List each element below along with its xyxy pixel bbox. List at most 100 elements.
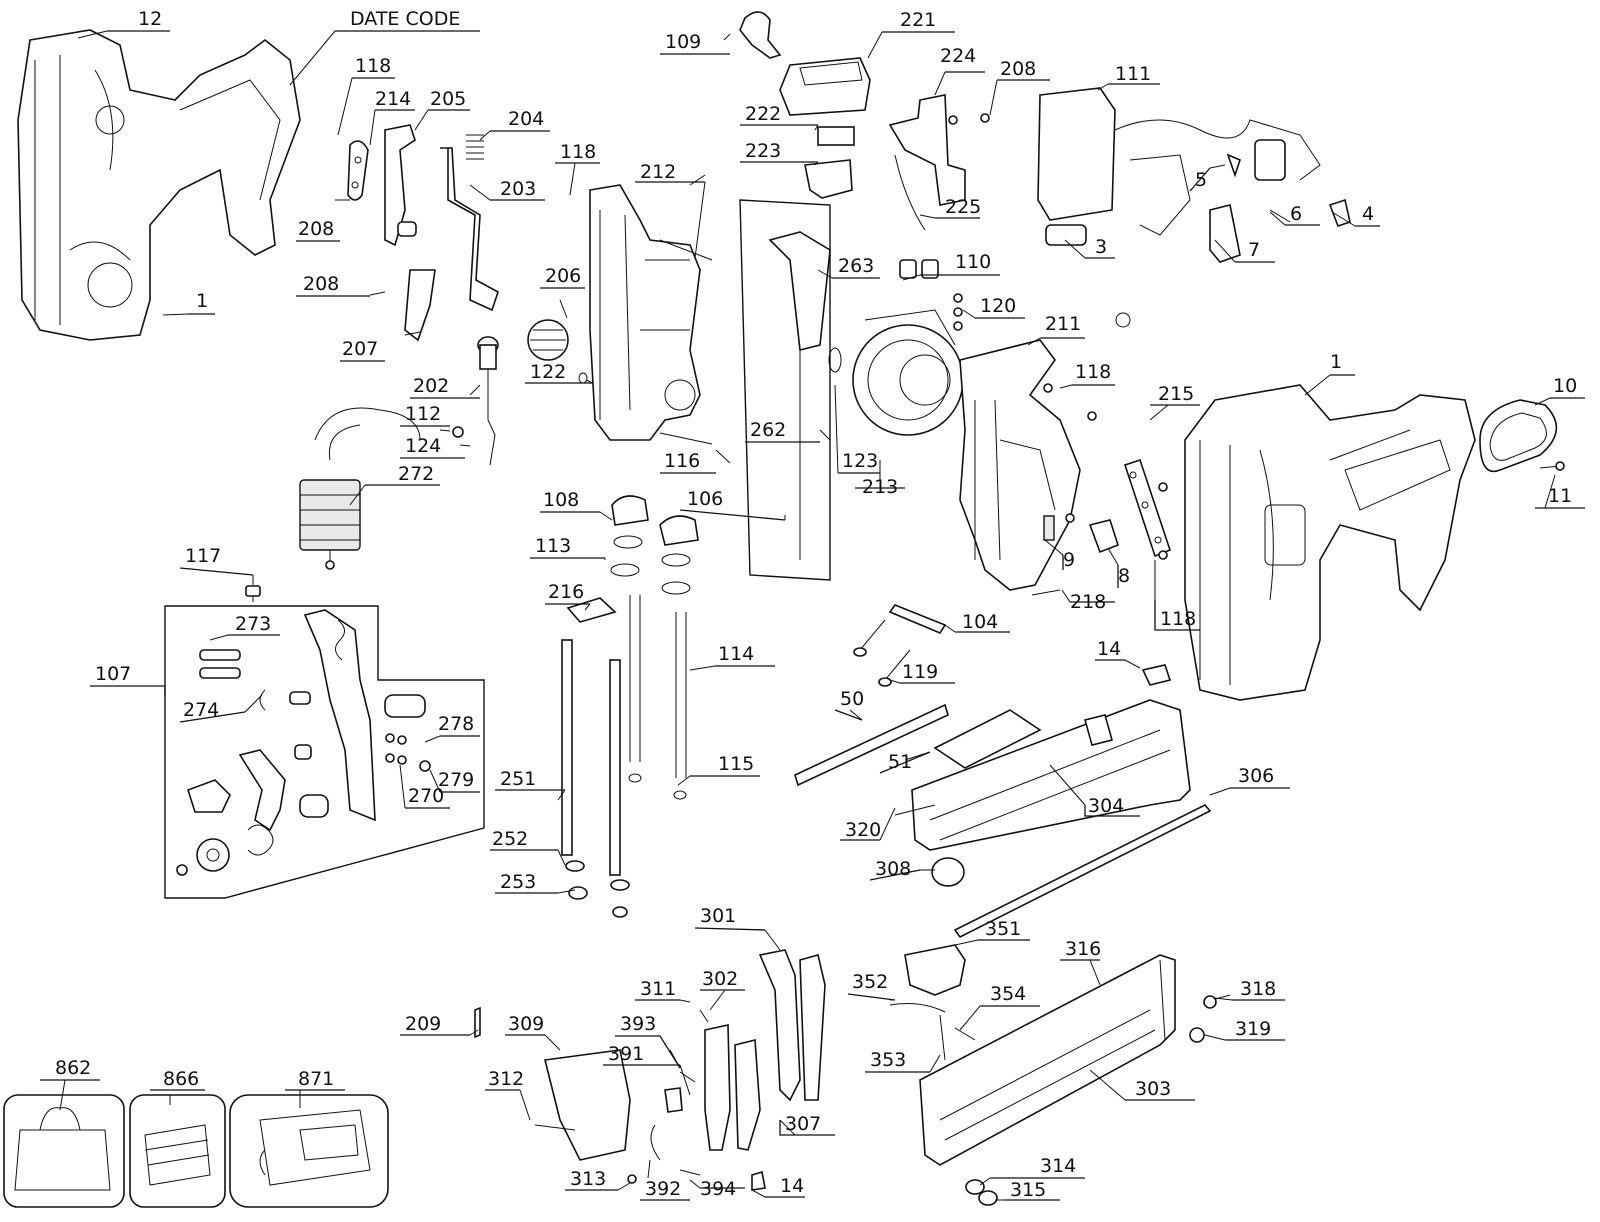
callout-318: 318: [1240, 978, 1276, 1000]
callout-263: 263: [838, 255, 874, 277]
callout-308: 308: [875, 858, 911, 880]
callout-215: 215: [1158, 383, 1194, 405]
callout-50: 50: [840, 688, 864, 710]
electronics-assembly: [1037, 87, 1351, 263]
callout-202: 202: [413, 375, 449, 397]
callout-6: 6: [1290, 203, 1302, 225]
callout-1-right: 1: [1330, 351, 1342, 373]
battery-866: [129, 1094, 226, 1208]
callout-118-b: 118: [560, 141, 596, 163]
callout-304: 304: [1088, 795, 1124, 817]
callout-108: 108: [543, 489, 579, 511]
callout-319: 319: [1235, 1018, 1271, 1040]
callout-224: 224: [940, 45, 976, 67]
callout-221: 221: [900, 9, 936, 31]
callout-211: 211: [1045, 313, 1081, 335]
right-housing-half: [1184, 384, 1476, 701]
callout-352: 352: [852, 971, 888, 993]
callout-302: 302: [702, 968, 738, 990]
callout-301: 301: [700, 905, 736, 927]
adjuster-parts: [1031, 458, 1171, 596]
callout-270: 270: [408, 785, 444, 807]
callout-251: 251: [500, 768, 536, 790]
callout-12: 12: [138, 8, 162, 30]
callout-51: 51: [888, 751, 912, 773]
callout-8: 8: [1118, 565, 1130, 587]
callout-123: 123: [842, 450, 878, 472]
callout-106: 106: [687, 488, 723, 510]
callout-314: 314: [1040, 1155, 1076, 1177]
callout-272: 272: [398, 463, 434, 485]
callout-209: 209: [405, 1013, 441, 1035]
callout-104: 104: [962, 611, 998, 633]
driver-blade-group: [739, 199, 831, 581]
callout-320: 320: [845, 819, 881, 841]
callout-278: 278: [438, 713, 474, 735]
callout-113: 113: [535, 535, 571, 557]
callout-312: 312: [488, 1068, 524, 1090]
callout-5: 5: [1195, 169, 1207, 191]
callout-205: 205: [430, 88, 466, 110]
callout-392: 392: [645, 1178, 681, 1200]
pins-104-119: [853, 604, 947, 687]
callout-252: 252: [492, 828, 528, 850]
callout-351: 351: [985, 918, 1021, 940]
callout-107: 107: [95, 663, 131, 685]
callout-394: 394: [700, 1178, 736, 1200]
callout-208-c: 208: [1000, 58, 1036, 80]
callout-206: 206: [545, 265, 581, 287]
callout-311: 311: [640, 978, 676, 1000]
callout-303: 303: [1135, 1078, 1171, 1100]
callout-labels: 12 DATE CODE 1 118 214 205 204 208 203 2…: [40, 8, 1585, 1201]
callout-216: 216: [548, 581, 584, 603]
charger-871: [229, 1094, 389, 1208]
callout-274: 274: [183, 699, 219, 721]
callout-393: 393: [620, 1013, 656, 1035]
kit-bag-862: [3, 1094, 125, 1208]
callout-1-left: 1: [196, 290, 208, 312]
callout-208-a: 208: [298, 218, 334, 240]
magazine-304: [894, 699, 1191, 887]
callout-273: 273: [235, 613, 271, 635]
rail-306: [953, 804, 1212, 939]
leader-lines: [59, 30, 1556, 1201]
callout-279: 279: [438, 769, 474, 791]
callout-3: 3: [1095, 236, 1107, 258]
callout-109: 109: [665, 31, 701, 53]
callout-112: 112: [405, 403, 441, 425]
callout-124: 124: [405, 435, 441, 457]
top-cover-parts: [739, 11, 871, 199]
callout-120: 120: [980, 295, 1016, 317]
upper-linkage-parts: [347, 124, 499, 342]
callout-14-lower: 14: [780, 1175, 804, 1197]
callout-118-a: 118: [355, 55, 391, 77]
callout-117: 117: [185, 545, 221, 567]
callout-115: 115: [718, 753, 754, 775]
callout-862: 862: [55, 1057, 91, 1079]
callout-354: 354: [990, 983, 1026, 1005]
callout-315: 315: [1010, 1179, 1046, 1201]
callout-222: 222: [745, 103, 781, 125]
left-housing-half: [17, 29, 301, 341]
callout-208-b: 208: [303, 273, 339, 295]
callout-116: 116: [664, 450, 700, 472]
callout-14-upper: 14: [1097, 638, 1121, 660]
callout-212: 212: [640, 161, 676, 183]
callout-213: 213: [862, 476, 898, 498]
main-body-frame: [527, 184, 713, 445]
actuator-and-solenoid: [299, 336, 499, 570]
callout-110: 110: [955, 251, 991, 273]
screw-117: [245, 585, 261, 602]
callout-111: 111: [1115, 63, 1151, 85]
callout-203: 203: [500, 178, 536, 200]
callout-9: 9: [1063, 549, 1075, 571]
belt-hook: [1479, 399, 1565, 473]
callout-306: 306: [1238, 765, 1274, 787]
callout-122: 122: [530, 361, 566, 383]
callout-262: 262: [750, 419, 786, 441]
callout-871: 871: [298, 1068, 334, 1090]
labels-50-51: [794, 703, 1042, 787]
callout-391: 391: [608, 1043, 644, 1065]
motor-group: [828, 259, 964, 436]
callout-313: 313: [570, 1168, 606, 1190]
